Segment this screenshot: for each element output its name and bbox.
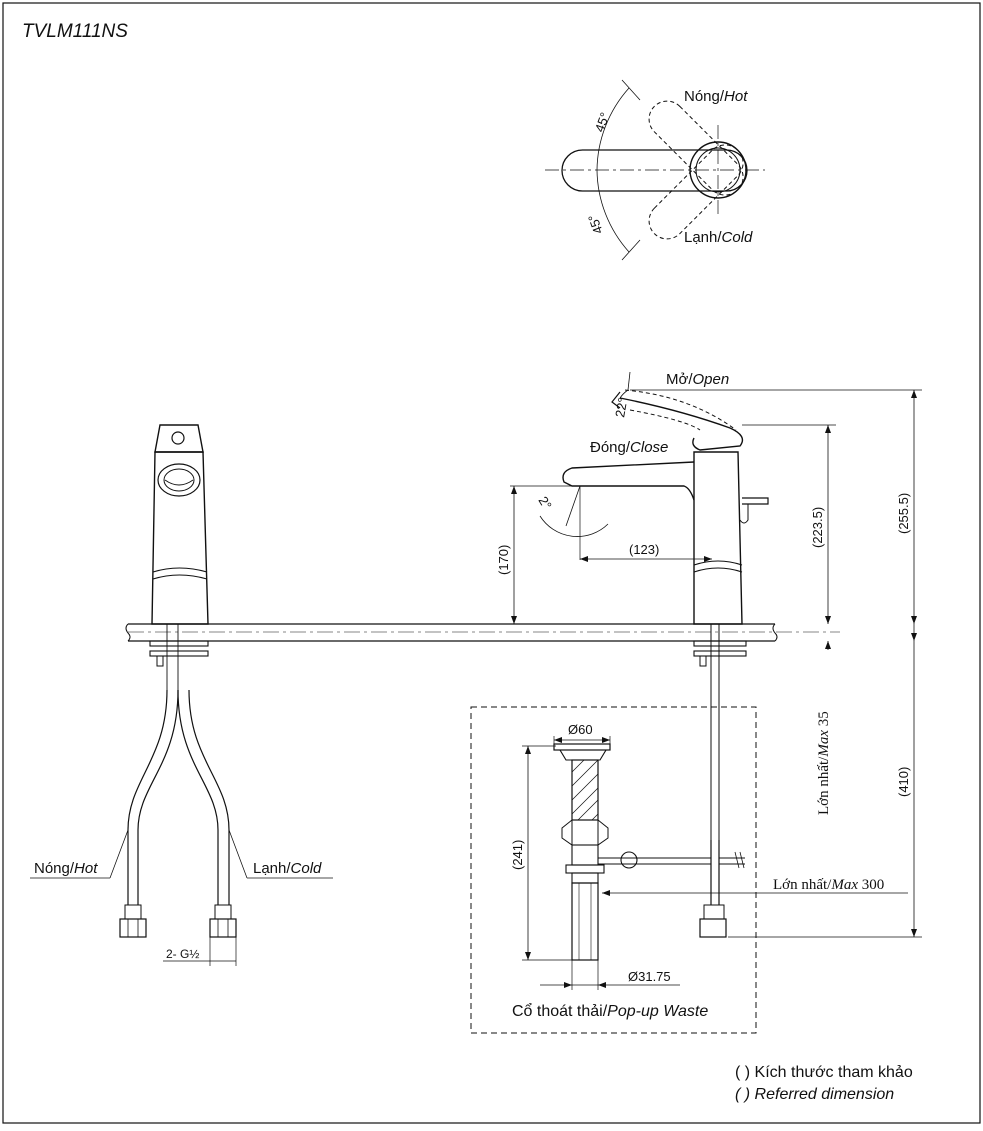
popup-waste: Ø60 (241) Ø31.75 Cổ thoát thải/Pop-up Wa… [470,706,757,1034]
hot-hose [127,689,168,905]
legend: ( ) Kích thước tham khảo ( ) Referred di… [735,1064,913,1103]
front-body [151,451,209,625]
angle-cold-text: 45° [585,212,606,236]
cold-hose [177,689,219,905]
max-deck-thickness: Lớn nhất/Max 35 [816,711,832,815]
side-view: 22° Mở/Open Đóng/Close 2° (123) (170) (2… [496,371,922,938]
side-body [693,451,743,625]
front-indicator-icon [171,431,185,445]
handle-hot-position [648,100,744,196]
total-height: (255.5) [896,493,911,534]
waste-pipe-diameter: Ø31.75 [628,969,671,984]
side-connector-nut [699,918,727,938]
waste-caption: Cổ thoát thải/Pop-up Waste [512,1002,708,1020]
waste-detail-box [470,706,757,1034]
thread-label: 2- G½ [166,947,199,961]
model-title: TVLM111NS [22,21,128,42]
waste-tube [571,759,599,821]
top-hot-label: Nóng/Hot [684,88,748,105]
handle-cold-position [648,144,744,240]
legend-note-vi: ( ) Kích thước tham khảo [735,1064,913,1081]
spout [562,461,695,501]
angle-hot-text: 45° [592,110,613,134]
cold-connector-nut [209,918,237,938]
open-label: Mở/Open [666,371,729,388]
close-label: Đóng/Close [590,439,668,456]
front-hot-label: Nóng/Hot [34,860,98,877]
handle-closed [619,397,744,451]
countertop [125,623,840,642]
waste-top-diameter: Ø60 [568,722,593,737]
spout-reach: (123) [629,542,659,557]
hot-connector-nut [119,918,147,938]
top-view: 45° 45° Nóng/Hot Lạnh/Cold [545,79,765,261]
front-view: Nóng/Hot Lạnh/Cold 2- G½ [30,424,333,966]
handle-open [624,389,737,431]
handle-center-outline [561,149,748,192]
spout-height: (170) [496,545,511,575]
legend-note-en: ( ) Referred dimension [735,1086,894,1103]
handle-dome [689,141,747,199]
waste-length: (241) [510,840,525,870]
spout-angle-text: 2° [535,494,554,512]
body-height: (223.5) [810,507,825,548]
handle-angle-text: 22° [612,397,630,419]
front-handle-cap [154,424,204,453]
below-deck-length: (410) [896,767,911,797]
top-cold-label: Lạnh/Cold [684,229,753,246]
front-cold-label: Lạnh/Cold [253,860,322,877]
max-hose-length: Lớn nhất/Max 300 [773,877,884,893]
